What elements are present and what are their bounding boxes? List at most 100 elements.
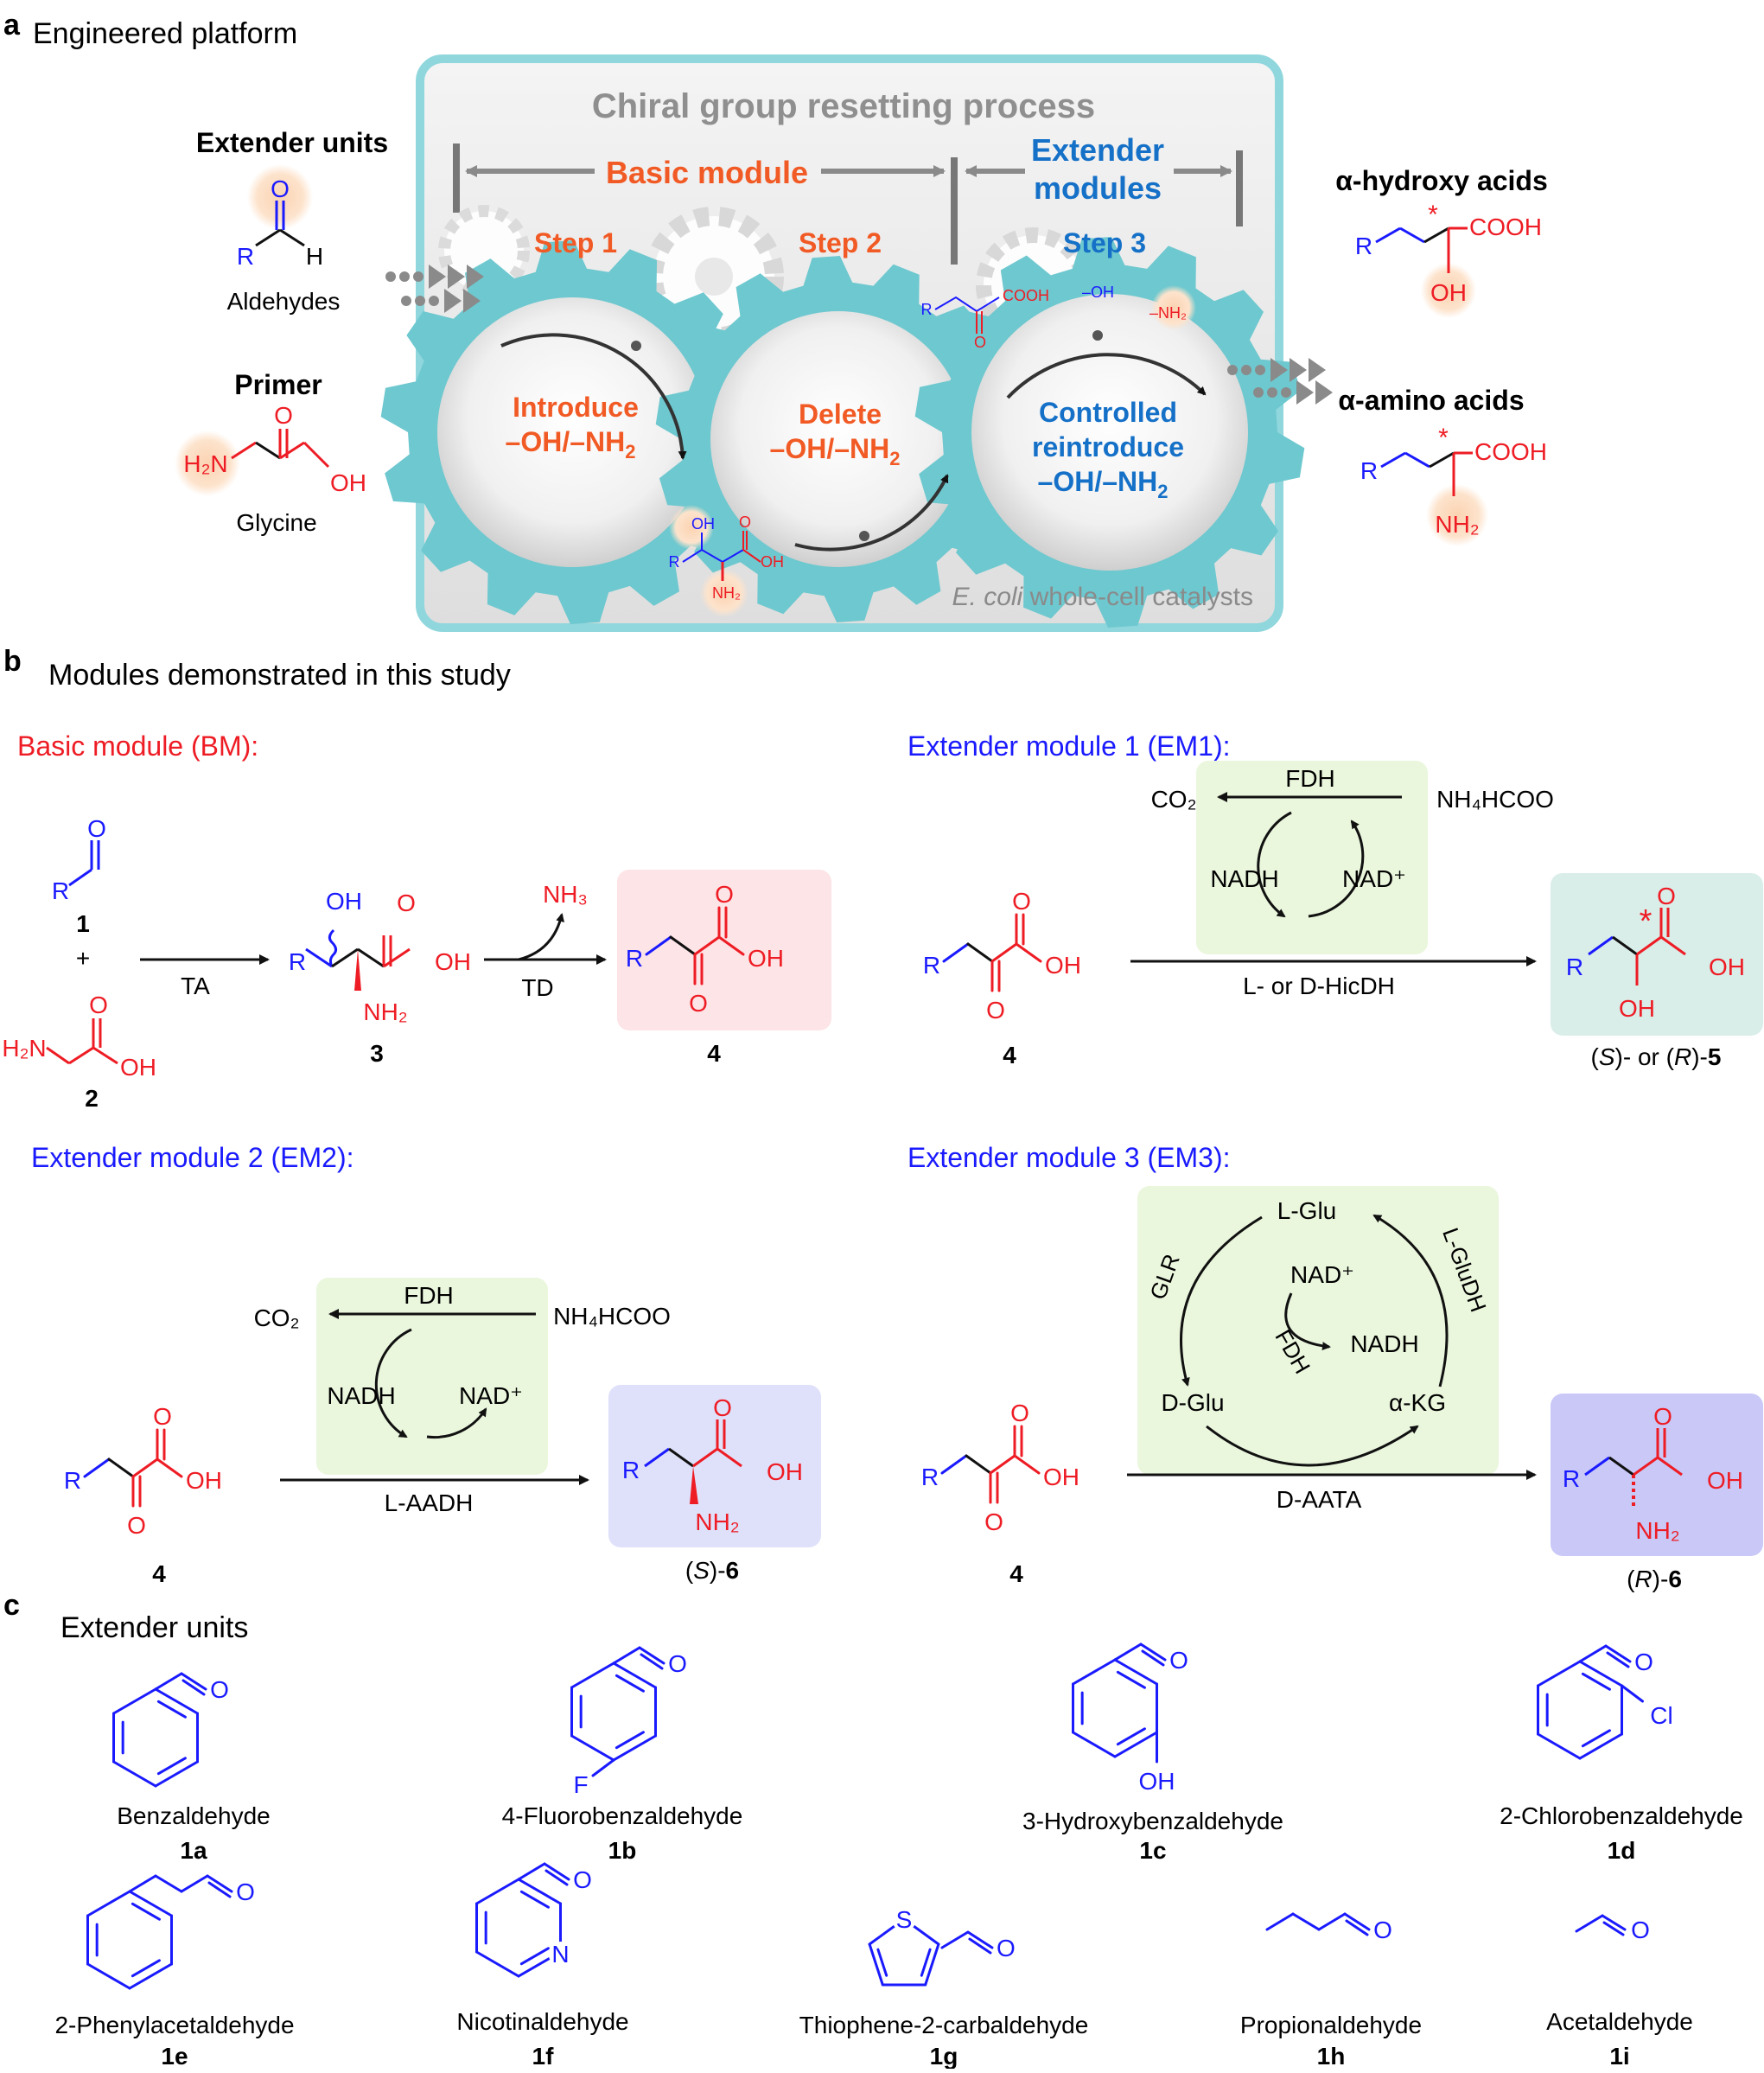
r-bond (940, 1454, 968, 1475)
gear-hub (710, 311, 966, 567)
f-label: F (573, 1771, 588, 1798)
ring-bond (1113, 1731, 1158, 1758)
gear3-text-1: Controlled (1039, 397, 1177, 428)
em2-nadh-label: NADH (327, 1382, 395, 1409)
svg-text:OH: OH (1430, 279, 1467, 306)
hydroxy-oh-glow (1421, 263, 1476, 318)
svg-text:*: * (1438, 424, 1449, 452)
unit-id-1f: 1f (532, 2043, 555, 2069)
em3-bottom-arc (1206, 1425, 1419, 1467)
aldehyde-structure: O R H (237, 175, 323, 270)
svg-text:O: O (397, 890, 416, 916)
ring-bond (154, 1687, 199, 1715)
svg-text:O: O (1657, 883, 1676, 909)
unit-name-1c: 3-Hydroxybenzaldehyde (1022, 1808, 1283, 1834)
cho-o-label: O (1169, 1647, 1188, 1674)
bm-num-2: 2 (85, 1085, 99, 1112)
ring-bond (154, 1760, 199, 1788)
cho-o-label: O (1373, 1917, 1392, 1943)
cho-bond (180, 1874, 209, 1893)
gear2-cycle-arrow (794, 474, 949, 552)
em1-fdh-label: FDH (1285, 765, 1335, 792)
svg-text:R: R (669, 553, 680, 571)
panel-a: a Engineered platform Chiral group reset… (3, 9, 1548, 632)
em1-co2-label: CO₂ (1151, 786, 1197, 813)
cho-bond (1113, 1642, 1143, 1662)
unit-id-1a: 1a (180, 1837, 207, 1864)
bm-compound-3: R OH O OH NH₂ (289, 888, 471, 1025)
unit-name-1g: Thiophene-2-carbaldehyde (799, 2012, 1089, 2038)
unit-id-1c: 1c (1139, 1837, 1166, 1864)
gear-step1 (380, 240, 764, 624)
step1-label: Step 1 (534, 227, 617, 258)
em3-num-4: 4 (1009, 1560, 1023, 1587)
unit-id-1b: 1b (608, 1837, 637, 1864)
em1-nadh-label: NADH (1210, 865, 1278, 892)
gear2-text-2: –OH/–NH2 (770, 433, 901, 469)
panel-c-title: Extender units (60, 1611, 248, 1644)
cho-double-1 (1604, 1644, 1632, 1663)
svg-text:OH: OH (1707, 1467, 1743, 1494)
svg-text:O: O (1653, 1403, 1672, 1430)
s-bg (892, 1907, 916, 1931)
em1-cofactor-box (1196, 761, 1428, 954)
extender-modules-label-2: modules (1034, 170, 1162, 206)
chain-bond (1265, 1912, 1295, 1931)
aldehyde-o-glow (247, 164, 313, 230)
em1-hydroxy-product: R * O OH OH (1566, 883, 1745, 1022)
ring-bond (86, 1890, 131, 1917)
em1-nad-label: NAD⁺ (1342, 865, 1406, 892)
em2-cycle-left (374, 1328, 412, 1438)
em3-lglu-label: L-Glu (1277, 1197, 1336, 1224)
gear3-text-3: –OH/–NH2 (1038, 466, 1169, 502)
cho-o-label: O (997, 1935, 1016, 1961)
unit-name-1f: Nicotinaldehyde (456, 2008, 628, 2035)
cho-double-1 (543, 1862, 570, 1881)
svg-text:H: H (306, 243, 323, 270)
o-label: O (1012, 888, 1031, 915)
bm-product-box (617, 870, 831, 1030)
em3-cofactor-box (1137, 1186, 1499, 1475)
em3-product-box (1551, 1394, 1763, 1556)
em3-dglu-label: D-Glu (1161, 1389, 1224, 1416)
em1-cycle-left (1257, 811, 1292, 918)
co-bond (989, 1454, 1016, 1475)
ring-bond (612, 1662, 657, 1689)
bm-td-label: TD (521, 974, 553, 1001)
structure-acetaldehyde: O (1575, 1914, 1650, 1943)
co-bond (990, 942, 1018, 963)
ring-bond (1537, 1732, 1582, 1760)
em3-daata-label: D-AATA (1277, 1486, 1362, 1513)
svg-text:R: R (237, 243, 254, 270)
em1-product-box (1551, 873, 1763, 1036)
gear-hub (971, 294, 1248, 571)
svg-text:R: R (1563, 1465, 1580, 1492)
panel-c: c Extender units O OF OOH OCl O ON SO O … (3, 1589, 1743, 2070)
cho-double-1 (1139, 1642, 1167, 1662)
bm-num-3: 3 (370, 1040, 384, 1067)
oh-bond (1015, 942, 1042, 963)
keto-acid-small: R COOH O (921, 287, 1050, 351)
ring-double-bond (131, 1902, 161, 1921)
ch2-bond (128, 1874, 157, 1893)
em1-title: Extender module 1 (EM1): (907, 730, 1231, 762)
svg-text:R: R (289, 948, 306, 975)
gear3-cycle-arrow (1006, 353, 1207, 399)
unit-id-1i: 1i (1609, 2043, 1629, 2069)
cho-double-2 (544, 1869, 569, 1886)
ch2-bond (669, 935, 697, 956)
svg-text:OH: OH (767, 1458, 803, 1485)
ring-double-bond (519, 1947, 550, 1966)
ring-bond (1072, 1658, 1117, 1686)
gear3-arrow-dot (1092, 330, 1103, 341)
ring-double-bond (156, 1757, 187, 1776)
r-bond (645, 935, 672, 956)
em2-nh4hcoo-label: NH₄HCOO (553, 1303, 671, 1330)
s-label: S (896, 1906, 913, 1933)
cho-o-label: O (1631, 1917, 1650, 1943)
svg-text:R: R (1566, 954, 1583, 980)
gear2-text-1: Delete (799, 399, 882, 430)
cho-o-label: O (236, 1878, 255, 1905)
